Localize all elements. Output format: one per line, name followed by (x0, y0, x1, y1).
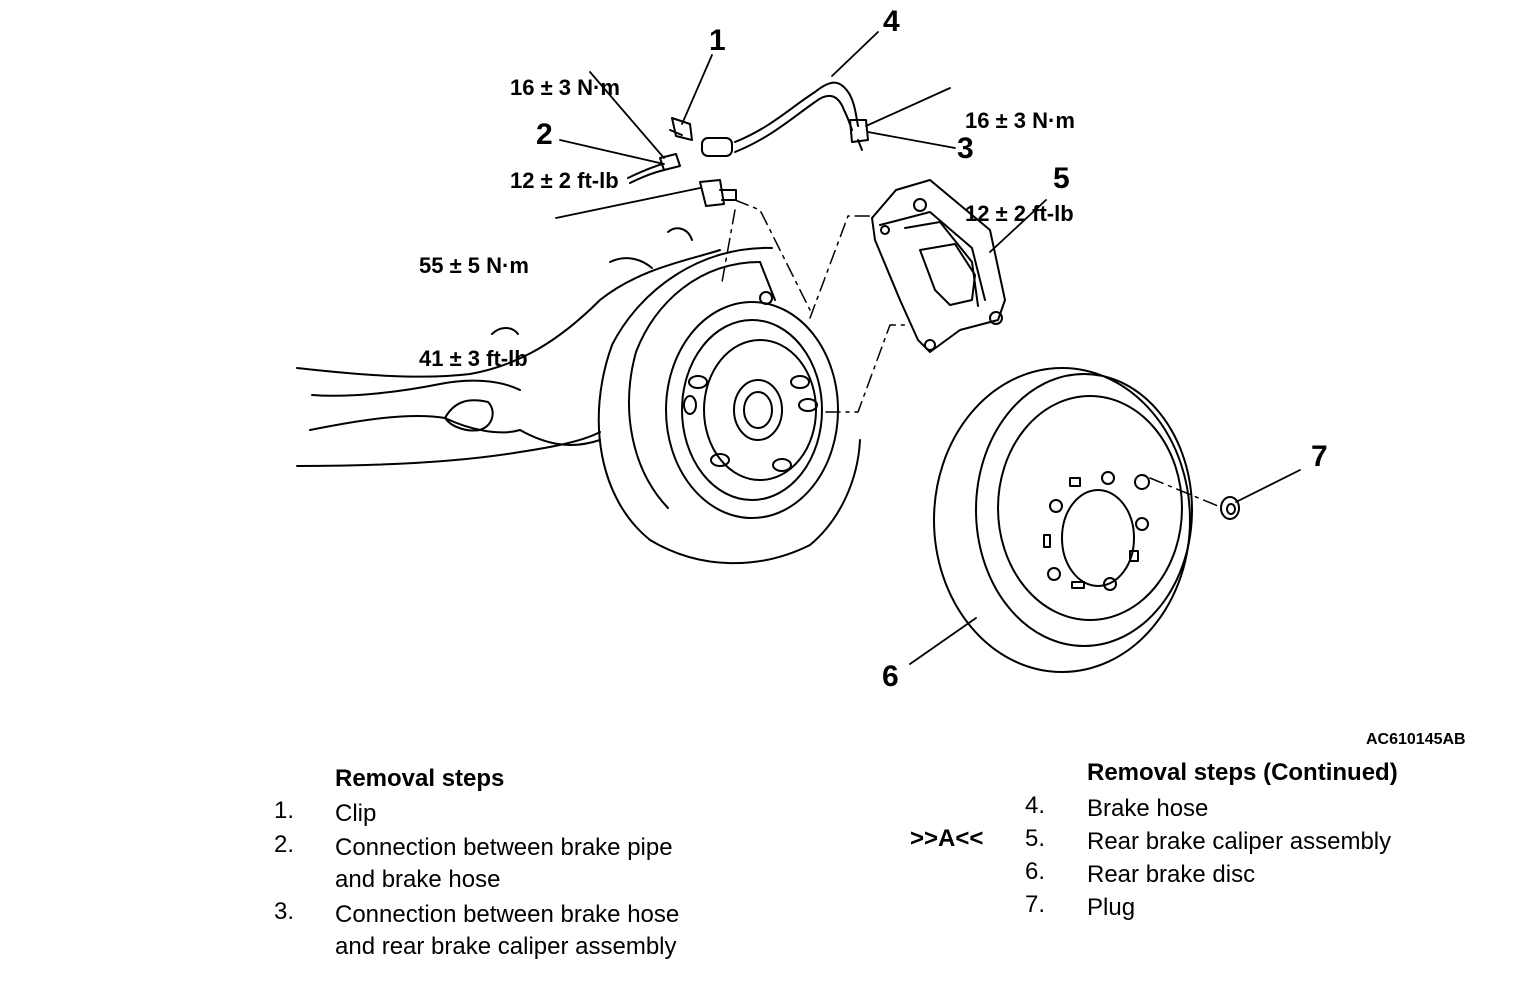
step-number: 5. (1025, 825, 1046, 852)
step-text: Rear brake disc (1087, 861, 1256, 888)
torque-nm: 55 ± 5 N·m (419, 253, 529, 278)
callout-1: 1 (709, 24, 726, 57)
step-text: Connection between brake pipe (335, 834, 673, 861)
torque-ftlb: 12 ± 2 ft-lb (510, 168, 619, 193)
figure-id: AC610145AB (1366, 731, 1466, 748)
step-text: Connection between brake hose (335, 901, 680, 928)
callout-3: 3 (957, 132, 974, 165)
callout-7: 7 (1311, 440, 1328, 473)
torque-ftlb: 12 ± 2 ft-lb (965, 201, 1074, 226)
step-text: Rear brake caliper assembly (1087, 828, 1392, 855)
plug (1220, 496, 1240, 520)
torque-nm: 16 ± 3 N·m (965, 108, 1075, 133)
wheel-hub (665, 291, 839, 519)
callout-6: 6 (882, 660, 899, 693)
step-number: 1. (274, 797, 295, 824)
torque-label-caliper-hose: 16 ± 3 N·m 12 ± 2 ft-lb (965, 43, 1075, 260)
callout-4: 4 (883, 5, 900, 38)
axle-housing (296, 227, 721, 467)
backing-plate (597, 246, 861, 565)
step-text: Clip (335, 800, 377, 827)
step-text-line2: and brake hose (335, 866, 501, 893)
step-text: Brake hose (1087, 795, 1209, 822)
torque-nm: 16 ± 3 N·m (510, 75, 620, 100)
step-number: 6. (1025, 858, 1046, 885)
removal-steps-title: Removal steps (335, 765, 505, 792)
brake-hose (701, 81, 869, 157)
step-number: 3. (274, 898, 295, 925)
callout-2: 2 (536, 118, 553, 151)
brake-pipe (627, 153, 681, 184)
brake-assembly-diagram (296, 31, 1301, 673)
brake-caliper (871, 179, 1006, 353)
step-text: Plug (1087, 894, 1136, 921)
step-number: 2. (274, 831, 295, 858)
clip (669, 117, 693, 141)
torque-label-brake-pipe: 16 ± 3 N·m 12 ± 2 ft-lb (510, 10, 620, 227)
step-number: 4. (1025, 792, 1046, 819)
assembly-guide-lines (721, 199, 1219, 507)
brake-disc (933, 367, 1193, 673)
torque-ftlb: 41 ± 3 ft-lb (419, 346, 528, 371)
step-text-line2: and rear brake caliper assembly (335, 933, 677, 960)
torque-label-caliper-bolt: 55 ± 5 N·m 41 ± 3 ft-lb (419, 188, 529, 405)
caliper-bolt (699, 179, 737, 207)
removal-steps-continued-title: Removal steps (Continued) (1087, 759, 1398, 786)
leader-lines (555, 31, 1301, 665)
step-number: 7. (1025, 891, 1046, 918)
service-point-mark: >>A<< (910, 825, 984, 852)
callout-5: 5 (1053, 162, 1070, 195)
